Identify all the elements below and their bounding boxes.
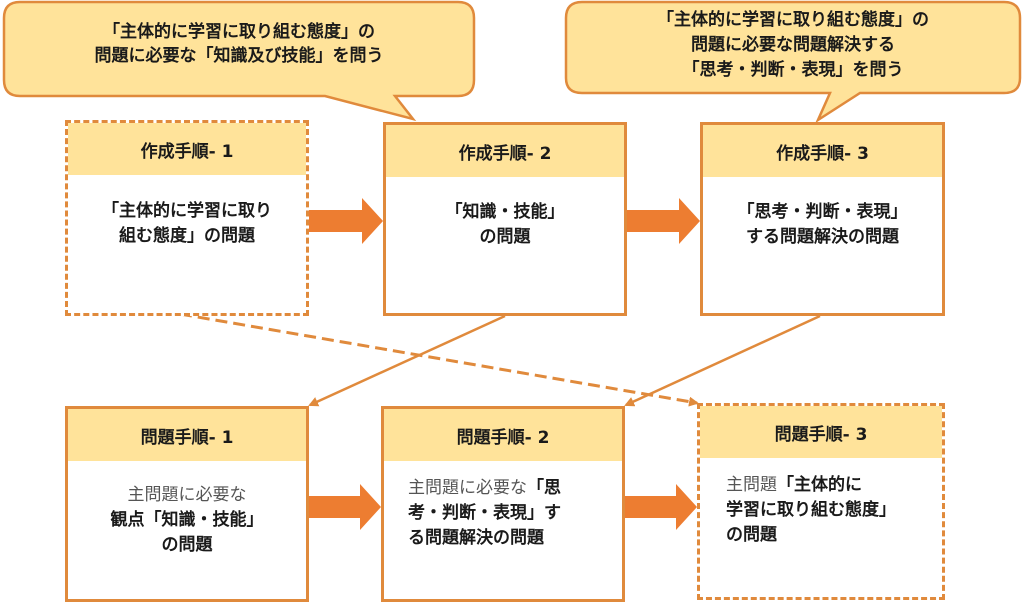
callout-2-line-3: 「思考・判断・表現」を問う: [682, 60, 904, 80]
creation-step-1-title: 作成手順- 1: [68, 123, 306, 175]
creation-step-1-line-1: 「主体的に学習に取り: [102, 201, 272, 221]
question-step-2-light-prefix: 主問題に必要な: [408, 477, 527, 498]
question-step-3-body: 主問題「主体的に 学習に取り組む態度」 の問題: [700, 458, 942, 597]
question-step-3-light-prefix: 主問題: [726, 475, 777, 495]
creation-step-2-line-1: 「知識・技能」: [445, 202, 565, 222]
question-step-1: 問題手順- 1 主問題に必要な 観点「知識・技能」 の問題: [65, 406, 309, 602]
question-step-1-title: 問題手順- 1: [68, 409, 306, 461]
question-step-2-body: 主問題に必要な「思 考・判断・表現」す る問題解決の問題: [384, 461, 622, 599]
question-step-3-line-0: 主問題「主体的に: [726, 473, 862, 498]
question-step-1-line-2: の問題: [161, 534, 213, 555]
connector-create3-to-question2: [624, 314, 821, 407]
connector-create2-to-question1: [308, 314, 506, 407]
creation-step-2-title: 作成手順- 2: [386, 125, 624, 177]
callout-2-line-1: 「主体的に学習に取り組む態度」の: [657, 10, 929, 30]
question-step-3-line-2: の問題: [726, 525, 777, 545]
question-step-1-body: 主問題に必要な 観点「知識・技能」 の問題: [68, 461, 306, 599]
callout-1-line-2: 問題に必要な「知識及び技能」を問う: [94, 46, 384, 66]
question-step-2-line-1: 考・判断・表現」す: [408, 502, 561, 523]
creation-step-3-line-1: 「思考・判断・表現」: [737, 202, 908, 222]
question-step-3-title: 問題手順- 3: [700, 406, 942, 458]
question-step-2-title: 問題手順- 2: [384, 409, 622, 461]
question-step-3-line-1: 学習に取り組む態度」: [726, 500, 896, 520]
creation-step-2: 作成手順- 2 「知識・技能」 の問題: [383, 122, 627, 316]
question-step-2-bold-suffix: 「思: [527, 477, 561, 498]
callout-2-line-2: 問題に必要な問題解決する: [691, 35, 895, 55]
creation-step-3-line-2: する問題解決の問題: [746, 227, 899, 247]
callout-1-line-1: 「主体的に学習に取り組む態度」の: [103, 22, 375, 42]
block-arrow-question2-question3: [625, 484, 697, 530]
creation-step-1: 作成手順- 1 「主体的に学習に取り 組む態度」の問題: [65, 120, 309, 316]
creation-step-3: 作成手順- 3 「思考・判断・表現」 する問題解決の問題: [700, 122, 945, 316]
question-step-1-light-line: 主問題に必要な: [127, 484, 247, 505]
creation-step-2-body: 「知識・技能」 の問題: [386, 177, 624, 313]
block-arrow-create1-create2: [309, 198, 383, 244]
question-step-2-line-0: 主問題に必要な「思: [408, 476, 561, 501]
question-step-1-line-1: 観点「知識・技能」: [110, 509, 264, 530]
block-arrow-create2-create3: [627, 198, 700, 244]
creation-step-3-body: 「思考・判断・表現」 する問題解決の問題: [703, 177, 942, 313]
question-step-2: 問題手順- 2 主問題に必要な「思 考・判断・表現」す る問題解決の問題: [381, 406, 625, 602]
block-arrow-question1-question2: [309, 484, 381, 530]
question-step-3: 問題手順- 3 主問題「主体的に 学習に取り組む態度」 の問題: [697, 403, 945, 600]
creation-step-1-line-2: 組む態度」の問題: [119, 226, 255, 246]
connector-create1-to-question3: [179, 312, 699, 407]
question-step-3-bold-suffix: 「主体的に: [777, 475, 862, 495]
creation-step-2-line-2: の問題: [479, 227, 531, 247]
question-step-2-line-2: る問題解決の問題: [408, 527, 544, 548]
callout-text-1: 「主体的に学習に取り組む態度」の 問題に必要な「知識及び技能」を問う: [4, 20, 474, 68]
creation-step-3-title: 作成手順- 3: [703, 125, 942, 177]
callout-text-2: 「主体的に学習に取り組む態度」の 問題に必要な問題解決する 「思考・判断・表現」…: [566, 8, 1020, 83]
creation-step-1-body: 「主体的に学習に取り 組む態度」の問題: [68, 175, 306, 313]
